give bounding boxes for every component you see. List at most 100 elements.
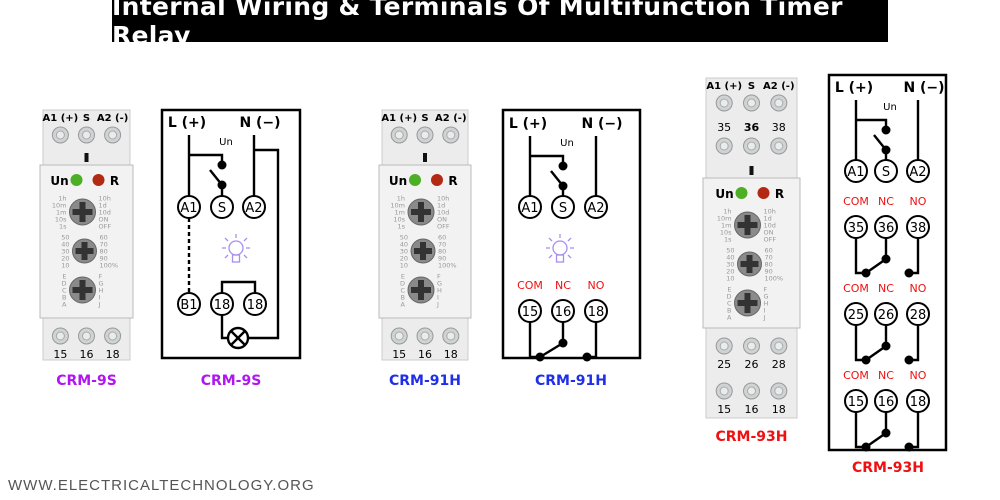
dial-label: G <box>764 293 769 301</box>
screw-head <box>108 331 118 341</box>
top-terminal-label: A2 (-) <box>763 81 794 92</box>
contact-type-label-nc: NC <box>555 279 571 292</box>
terminal-label-18: 18 <box>247 298 264 313</box>
contact-type-label-com: COM <box>517 279 543 292</box>
terminal-label-16: 16 <box>555 305 572 320</box>
dial-label: 10m <box>390 202 405 210</box>
contact-type-label-no: NO <box>588 279 605 292</box>
diagram-model-caption: CRM-91H <box>535 373 607 389</box>
screw-head <box>719 386 729 396</box>
top-terminal-label: A2 (-) <box>435 113 466 124</box>
diagram-model-caption: CRM-93H <box>852 460 924 476</box>
knob-arrow-icon <box>411 280 431 300</box>
terminal-label-S: S <box>218 201 226 216</box>
terminal-screw <box>51 327 69 345</box>
terminal-circle <box>242 195 266 219</box>
led-red-icon <box>431 174 443 186</box>
terminal-circle <box>906 159 930 183</box>
contact-type-label-nc: NC <box>878 195 894 208</box>
terminal-label-16: 16 <box>878 395 895 410</box>
dial-label: 100% <box>438 262 457 270</box>
dial-label: 10s <box>720 229 732 237</box>
changeover-blade <box>865 432 887 448</box>
changeover-blade <box>865 345 887 361</box>
dial-label: H <box>764 300 769 308</box>
dial-label: 1h <box>723 208 731 216</box>
dial-label: 10s <box>393 216 405 224</box>
screw-head <box>420 331 430 341</box>
terminal-circle <box>518 195 542 219</box>
dial-label: F <box>764 286 768 294</box>
screw-head <box>420 130 430 140</box>
bulb-ray <box>567 237 572 242</box>
line-label: L (+) <box>509 116 547 132</box>
dial-label: 1h <box>397 195 405 203</box>
dial-label: OFF <box>99 223 112 231</box>
diagram-model-caption: CRM-9S <box>201 373 262 389</box>
dial-label: 1s <box>724 236 732 244</box>
contact-dot <box>904 268 914 278</box>
terminal-screw <box>390 126 408 144</box>
indicator-slot <box>749 166 754 175</box>
neutral-label: N (−) <box>903 80 944 96</box>
terminal-screw <box>78 126 95 144</box>
led-r-label: R <box>448 174 457 188</box>
terminal-label-35: 35 <box>848 221 865 236</box>
switch-blade <box>550 170 564 187</box>
mid-terminal-label: 38 <box>772 121 786 134</box>
dial-label: C <box>62 287 67 295</box>
dial-label: 1d <box>764 215 772 223</box>
dial-label: J <box>98 301 101 309</box>
bridge-wire <box>220 280 257 293</box>
dial-label: I <box>99 294 101 302</box>
switch-blade <box>209 169 223 186</box>
terminal-screw <box>104 126 122 144</box>
dial-label: 40 <box>726 254 734 262</box>
dial-label: ON <box>437 216 447 224</box>
top-terminal-label: A1 (+) <box>381 113 417 124</box>
dial-label: 10 <box>61 262 69 270</box>
bottom-terminal-label: 15 <box>717 403 731 416</box>
dial-label: F <box>99 273 103 281</box>
changeover-blade <box>865 258 887 274</box>
bottom-terminal-label: 16 <box>745 403 759 416</box>
bulb-ray <box>548 254 553 259</box>
dial-label: ON <box>764 229 774 237</box>
screw-head <box>747 386 756 396</box>
knob-arrow-icon <box>72 280 93 300</box>
dial-label: 60 <box>438 234 446 242</box>
terminal-label-36: 36 <box>878 221 895 236</box>
switch-un-label: Un <box>560 138 574 149</box>
led-red-icon <box>757 187 770 199</box>
dial-label: 10 <box>400 262 408 270</box>
contact-type-label-no: NO <box>910 195 927 208</box>
contact-type-label-com: COM <box>843 195 869 208</box>
terminal-label-A2: A2 <box>909 165 926 180</box>
knob-arrow-icon <box>411 202 431 222</box>
dial-label: 10m <box>52 202 67 210</box>
dial-label: 100% <box>100 262 119 270</box>
light-bulb-icon <box>546 234 574 263</box>
terminal-screw <box>770 382 788 400</box>
terminal-screw <box>743 94 760 112</box>
top-terminal-label: S <box>83 113 90 124</box>
top-terminal-label: A2 (-) <box>97 113 128 124</box>
dial-label: E <box>401 273 405 281</box>
contact-type-label-no: NO <box>910 369 927 382</box>
terminal-screw <box>743 382 760 400</box>
terminal-label-A1: A1 <box>180 201 197 216</box>
dial-label: 10h <box>764 208 776 216</box>
screw-head <box>719 141 729 151</box>
dial-label: 60 <box>100 234 108 242</box>
contact-dot <box>881 125 891 135</box>
screw-head <box>774 386 784 396</box>
dial-label: G <box>437 280 442 288</box>
terminal-screw <box>104 327 122 345</box>
terminal-label-18: 18 <box>910 395 927 410</box>
